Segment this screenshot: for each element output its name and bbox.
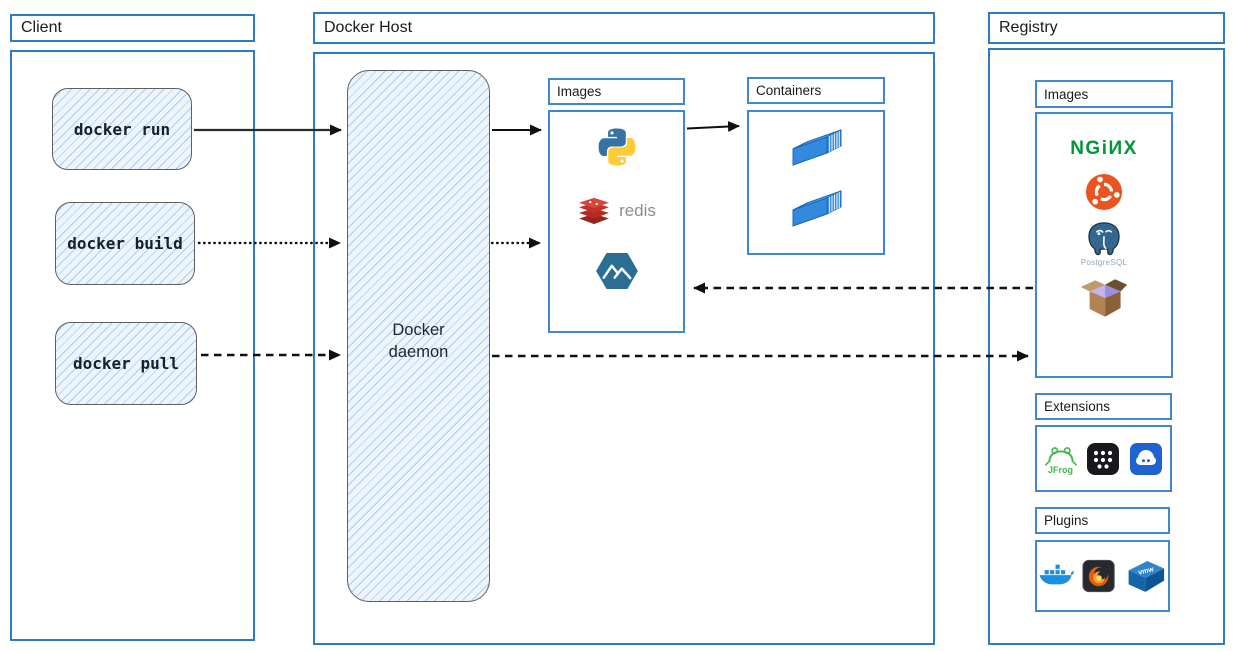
registry-images-panel-body: NGiИX PostgreSQL bbox=[1035, 112, 1173, 378]
app-grid-icon bbox=[1086, 442, 1119, 475]
postgresql-icon bbox=[1088, 222, 1120, 256]
alpine-linux-icon bbox=[595, 252, 638, 290]
docker-host-section-label: Docker Host bbox=[313, 12, 935, 44]
registry-title: Registry bbox=[999, 19, 1058, 36]
host-images-panel-label: Images bbox=[548, 78, 685, 105]
jfrog-block: JFrog bbox=[1044, 443, 1077, 475]
docker-build-label: docker build bbox=[67, 234, 183, 253]
jfrog-icon bbox=[1044, 446, 1077, 466]
docker-run-box: docker run bbox=[52, 88, 192, 170]
host-images-panel-body: redis bbox=[548, 110, 685, 333]
containers-panel-body bbox=[747, 110, 885, 255]
extensions-panel-label: Extensions bbox=[1035, 393, 1172, 420]
redis-row: redis bbox=[577, 197, 656, 225]
plugins-title: Plugins bbox=[1044, 513, 1089, 528]
nginx-wordmark: NGiИX bbox=[1070, 138, 1138, 159]
registry-section-label: Registry bbox=[988, 12, 1225, 44]
postgresql-block: PostgreSQL bbox=[1081, 221, 1128, 267]
container-icon bbox=[792, 190, 842, 227]
jfrog-caption: JFrog bbox=[1047, 464, 1073, 475]
vmware-caption: vmw bbox=[1138, 566, 1155, 576]
docker-pull-box: docker pull bbox=[55, 322, 197, 405]
extensions-title: Extensions bbox=[1044, 399, 1111, 414]
redis-caption: redis bbox=[619, 201, 656, 220]
docker-build-box: docker build bbox=[55, 202, 195, 285]
extensions-panel-body: JFrog bbox=[1035, 425, 1172, 492]
containers-title: Containers bbox=[756, 83, 822, 98]
grafana-icon bbox=[1082, 559, 1115, 593]
redis-icon bbox=[579, 197, 609, 225]
registry-images-title: Images bbox=[1044, 86, 1089, 102]
docker-run-label: docker run bbox=[73, 119, 171, 139]
docker-daemon-label: Docker daemon bbox=[388, 321, 449, 362]
python-icon bbox=[598, 128, 635, 166]
docker-whale-icon bbox=[1039, 564, 1075, 585]
registry-images-panel-label: Images bbox=[1035, 80, 1173, 108]
docker-host-title: Docker Host bbox=[324, 19, 413, 36]
ubuntu-icon bbox=[1085, 173, 1123, 211]
plugins-panel-body: vmw bbox=[1035, 540, 1170, 612]
container-icon bbox=[792, 129, 842, 166]
postgresql-caption: PostgreSQL bbox=[1080, 258, 1128, 267]
client-title: Client bbox=[21, 19, 62, 36]
open-box-icon bbox=[1080, 279, 1128, 317]
vmware-icon: vmw bbox=[1128, 561, 1165, 592]
docker-daemon-box: Docker daemon bbox=[347, 70, 490, 602]
host-images-title: Images bbox=[557, 84, 602, 99]
client-section-label: Client bbox=[10, 14, 255, 42]
plugins-panel-label: Plugins bbox=[1035, 507, 1170, 534]
drive-app-icon bbox=[1129, 442, 1162, 475]
containers-panel-label: Containers bbox=[747, 77, 885, 104]
docker-pull-label: docker pull bbox=[73, 354, 179, 373]
